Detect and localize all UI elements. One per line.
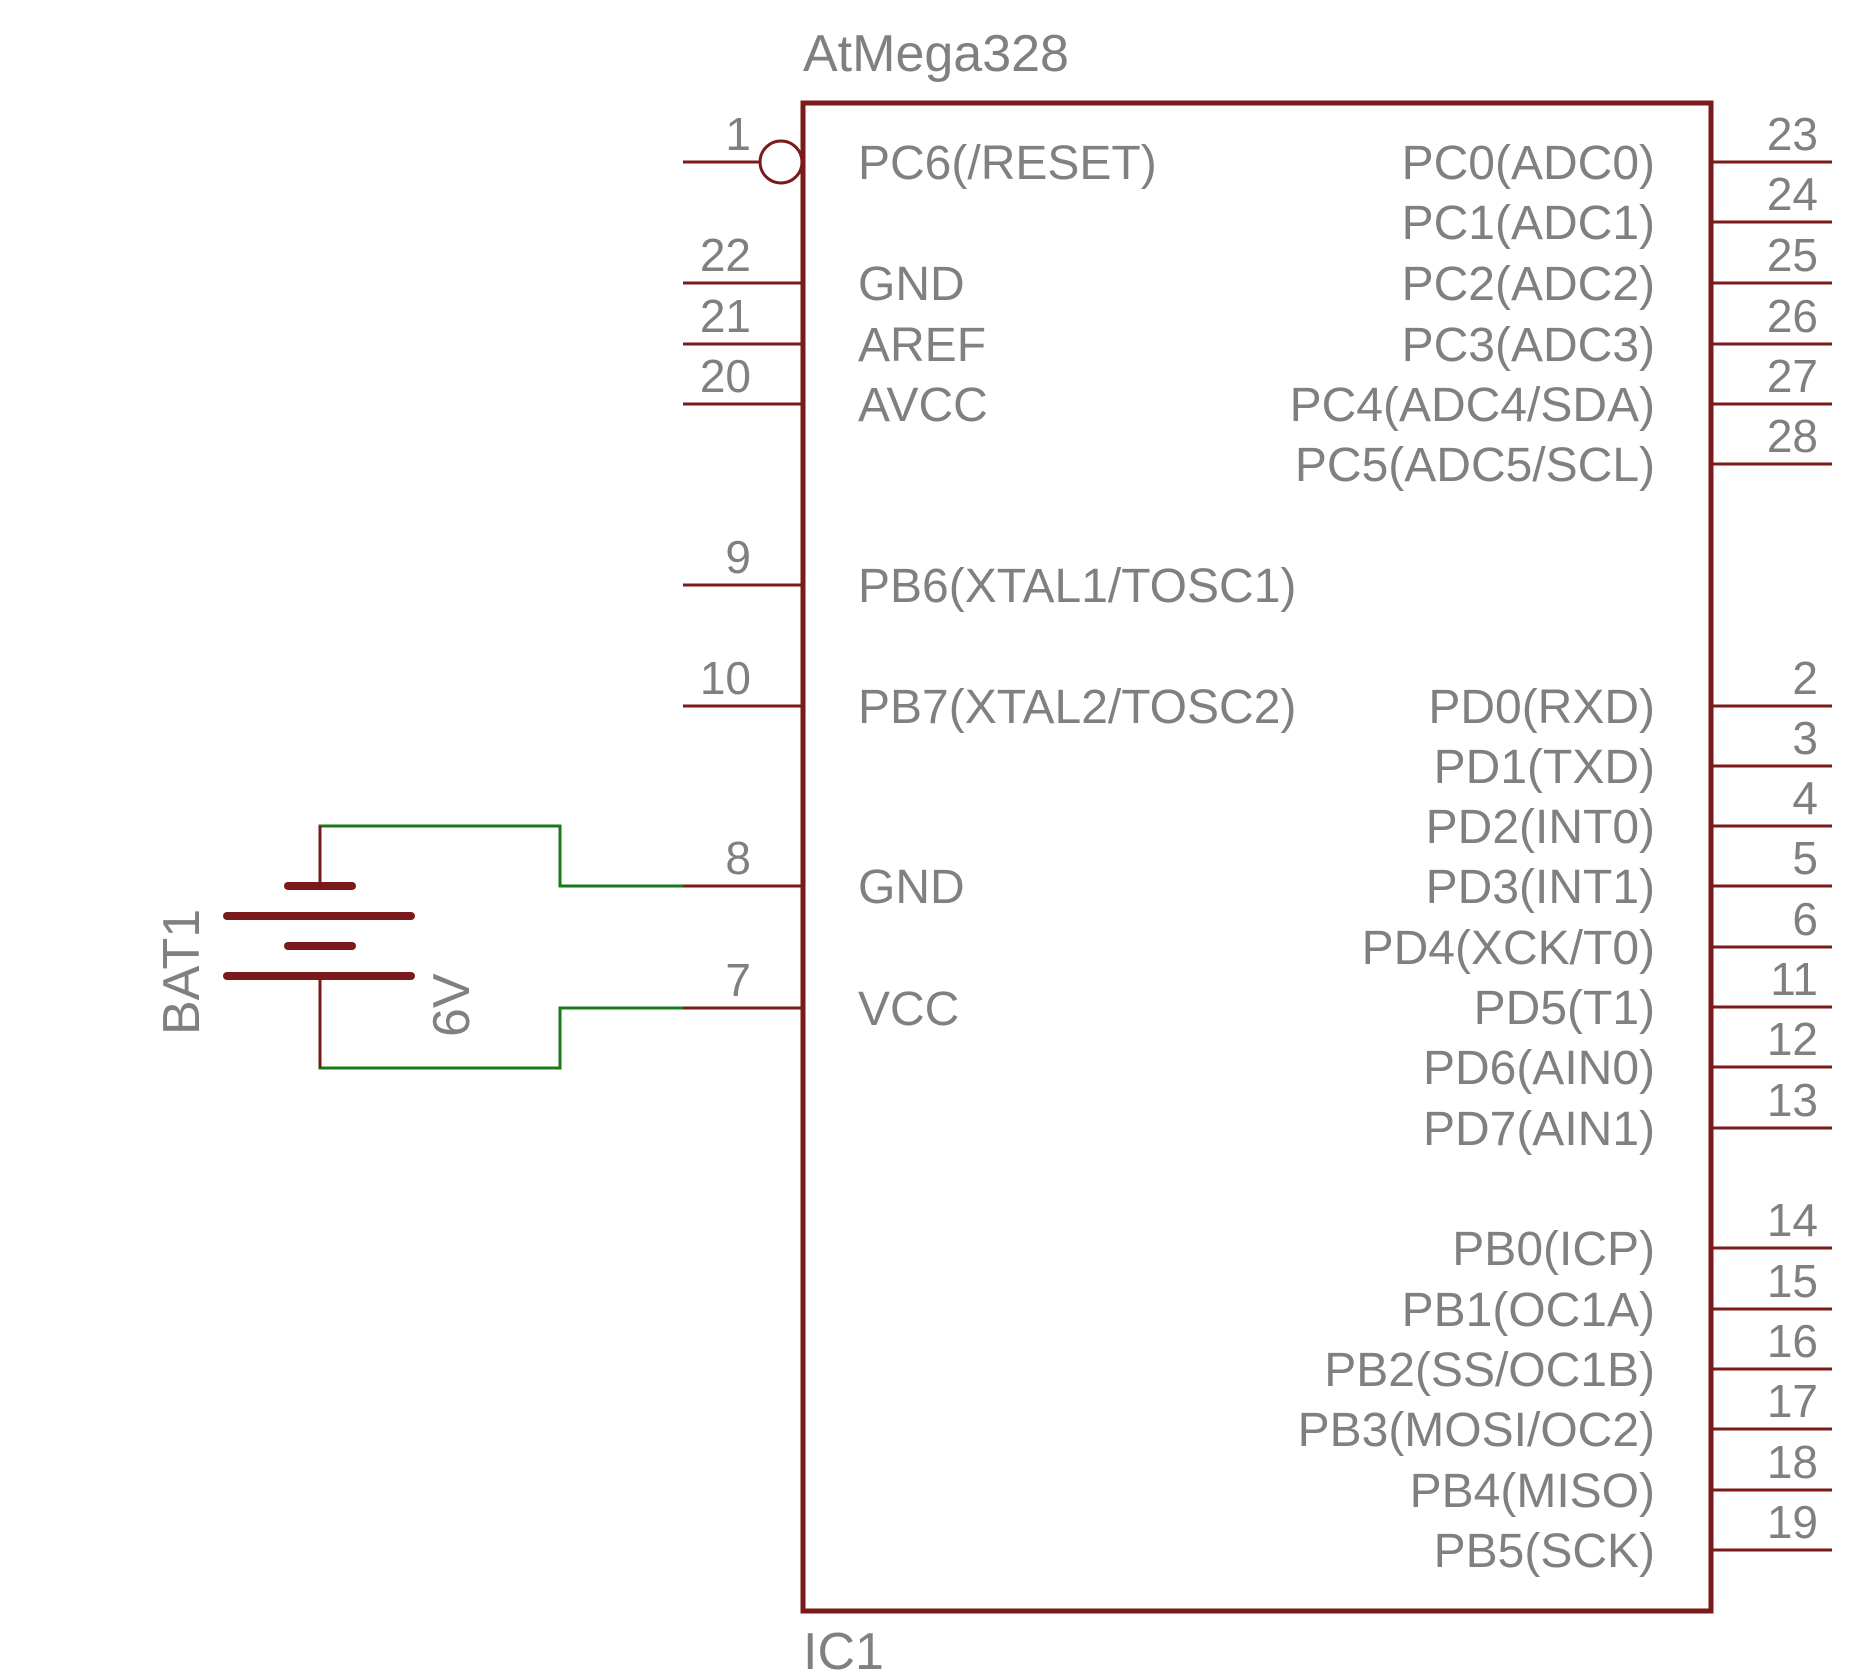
pin-2-number: 2	[1792, 652, 1818, 704]
pin-14-number: 14	[1767, 1194, 1818, 1246]
pin-1-number: 1	[725, 108, 751, 160]
pin-19-number: 19	[1767, 1496, 1818, 1548]
pin-4-number: 4	[1792, 772, 1818, 824]
pin-13-number: 13	[1767, 1074, 1818, 1126]
pin-11-number: 11	[1770, 953, 1818, 1005]
pin-17-name-pb3-mosi-oc2: PB3(MOSI/OC2)	[1298, 1404, 1655, 1457]
pin-26-number: 26	[1767, 290, 1818, 342]
pin-22-name-gnd: GND	[858, 258, 965, 311]
pin-28-name-pc5-adc5-scl: PC5(ADC5/SCL)	[1295, 439, 1655, 492]
pin-22-number: 22	[700, 229, 751, 281]
pin-1-name-pc6-reset: PC6(/RESET)	[858, 137, 1157, 190]
wire-vcc-net	[318, 977, 683, 1070]
pin-25-name-pc2-adc2: PC2(ADC2)	[1402, 258, 1655, 311]
pin-18-number: 18	[1767, 1436, 1818, 1488]
pin-15-number: 15	[1767, 1255, 1818, 1307]
pin-16-number: 16	[1767, 1315, 1818, 1367]
pin-2-name-pd0-rxd: PD0(RXD)	[1428, 681, 1655, 734]
pin-4-name-pd2-int0: PD2(INT0)	[1426, 801, 1655, 854]
pin-7-number: 7	[725, 954, 751, 1006]
pin-9-name-pb6-xtal1-tosc1: PB6(XTAL1/TOSC1)	[858, 560, 1296, 613]
pin-23-number: 23	[1767, 108, 1818, 160]
pin-14-name-pb0-icp: PB0(ICP)	[1452, 1223, 1655, 1276]
pin-6-number: 6	[1792, 893, 1818, 945]
pin-20-name-avcc: AVCC	[858, 379, 988, 432]
battery-symbol	[223, 826, 415, 1068]
pin-17-number: 17	[1767, 1375, 1818, 1427]
pin-10-name-pb7-xtal2-tosc2: PB7(XTAL2/TOSC2)	[858, 681, 1296, 734]
chip-designator: IC1	[803, 1623, 884, 1675]
pin-6-name-pd4-xck-t0: PD4(XCK/T0)	[1362, 922, 1655, 975]
battery-designator: BAT1	[153, 909, 211, 1035]
pin-27-number: 27	[1767, 350, 1818, 402]
battery-value: 6V	[423, 973, 481, 1037]
chip-body	[800, 100, 1714, 1614]
pin-13-name-pd7-ain1: PD7(AIN1)	[1423, 1103, 1655, 1156]
pin-5-name-pd3-int1: PD3(INT1)	[1426, 861, 1655, 914]
left-pin-group: 1PC6(/RESET)22GND21AREF20AVCC9PB6(XTAL1/…	[683, 108, 1296, 1036]
pin-7-name-vcc: VCC	[858, 983, 959, 1036]
pin-21-number: 21	[700, 290, 751, 342]
pin-20-number: 20	[700, 350, 751, 402]
pin-1-inversion-bubble	[758, 139, 804, 185]
pin-16-name-pb2-ss-oc1b: PB2(SS/OC1B)	[1324, 1344, 1655, 1397]
pin-9-number: 9	[725, 531, 751, 583]
pin-27-name-pc4-adc4-sda: PC4(ADC4/SDA)	[1290, 379, 1655, 432]
pin-19-name-pb5-sck: PB5(SCK)	[1434, 1525, 1655, 1578]
pin-8-name-gnd: GND	[858, 861, 965, 914]
pin-24-number: 24	[1767, 168, 1818, 220]
pin-12-number: 12	[1767, 1013, 1818, 1065]
pin-18-name-pb4-miso: PB4(MISO)	[1410, 1465, 1655, 1518]
right-pin-group: 23PC0(ADC0)24PC1(ADC1)25PC2(ADC2)26PC3(A…	[1290, 108, 1832, 1578]
wire-gnd-net	[318, 824, 683, 888]
pin-3-number: 3	[1792, 712, 1818, 764]
pin-21-name-aref: AREF	[858, 319, 986, 372]
chip-part-name: AtMega328	[803, 25, 1069, 83]
pin-23-name-pc0-adc0: PC0(ADC0)	[1402, 137, 1655, 190]
pin-11-name-pd5-t1: PD5(T1)	[1474, 982, 1655, 1035]
pin-15-name-pb1-oc1a: PB1(OC1A)	[1402, 1284, 1655, 1337]
pin-25-number: 25	[1767, 229, 1818, 281]
pin-28-number: 28	[1767, 410, 1818, 462]
pin-12-name-pd6-ain0: PD6(AIN0)	[1423, 1042, 1655, 1095]
pin-24-name-pc1-adc1: PC1(ADC1)	[1402, 197, 1655, 250]
pin-10-number: 10	[700, 652, 751, 704]
pin-5-number: 5	[1792, 832, 1818, 884]
pin-8-number: 8	[725, 832, 751, 884]
pin-3-name-pd1-txd: PD1(TXD)	[1434, 741, 1655, 794]
pin-26-name-pc3-adc3: PC3(ADC3)	[1402, 319, 1655, 372]
